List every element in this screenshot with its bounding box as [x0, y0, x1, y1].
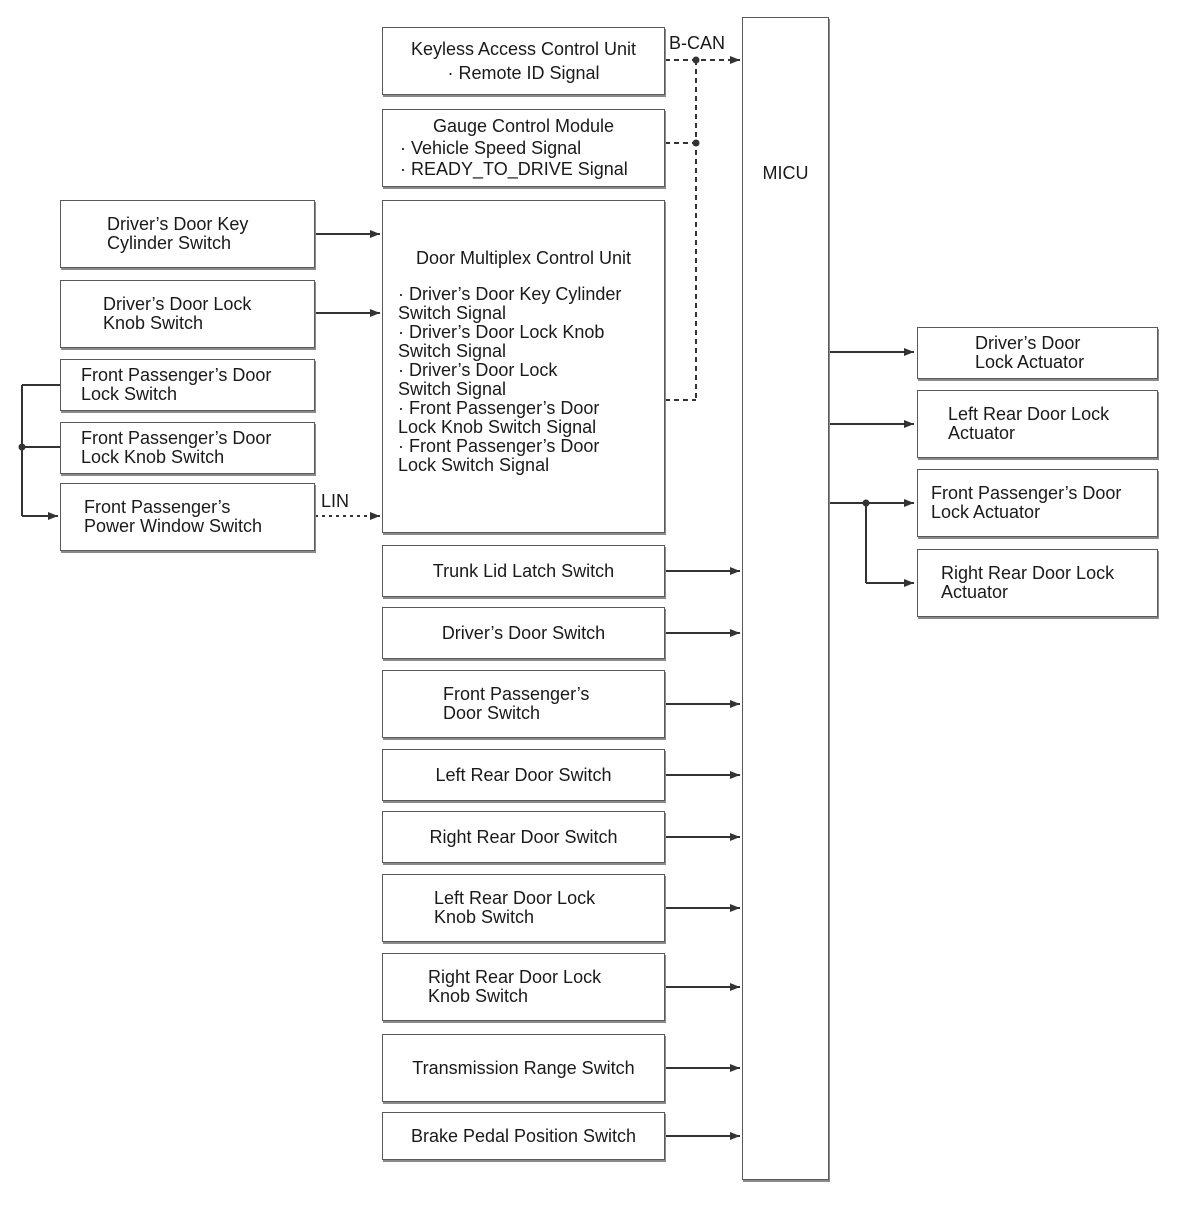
micu-title: MICU: [762, 163, 809, 183]
box-line: Driver’s Door Switch: [441, 622, 606, 643]
front-pass-lock-switch-box: Front Passenger’s Door Lock Switch: [60, 359, 315, 411]
brake-pedal-position-switch-box: Brake Pedal Position Switch: [382, 1112, 665, 1160]
box-line: Knob Switch: [103, 313, 204, 333]
trunk-lid-latch-switch-box: Trunk Lid Latch Switch: [382, 545, 665, 597]
signal-line: Switch Signal: [398, 303, 507, 323]
bcan-label: B-CAN: [669, 33, 726, 53]
right-rear-door-lock-actuator-box: Right Rear Door Lock Actuator: [917, 549, 1158, 617]
gauge-line: · Vehicle Speed Signal: [400, 138, 582, 158]
signal-line: · Front Passenger’s Door: [398, 436, 600, 456]
left-rear-lock-knob-switch-box: Left Rear Door Lock Knob Switch: [382, 874, 665, 942]
gauge-line: · READY_TO_DRIVE Signal: [400, 159, 628, 179]
box-line: Driver’s Door Key: [107, 214, 249, 234]
box-line: Driver’s Door Lock: [103, 294, 252, 314]
right-rear-lock-knob-switch-box: Right Rear Door Lock Knob Switch: [382, 953, 665, 1021]
signal-line: · Driver’s Door Lock Knob: [398, 322, 605, 342]
gauge-title: Gauge Control Module: [432, 116, 615, 136]
door-multiplex-signals: · Driver’s Door Key Cylinder Switch Sign…: [398, 285, 621, 475]
box-line: Power Window Switch: [84, 516, 263, 536]
box-line: Driver’s Door: [975, 333, 1081, 353]
box-line: Front Passenger’s: [443, 684, 590, 704]
keyless-access-box: Keyless Access Control Unit · Remote ID …: [382, 27, 665, 95]
box-line: Lock Knob Switch: [81, 447, 225, 467]
box-line: Left Rear Door Lock: [434, 888, 596, 908]
keyless-line: · Remote ID Signal: [447, 62, 600, 83]
door-multiplex-title: Door Multiplex Control Unit: [415, 248, 632, 268]
signal-line: · Driver’s Door Lock: [398, 360, 558, 380]
junction-bracket: [18, 443, 26, 451]
box-line: Right Rear Door Lock: [428, 967, 602, 987]
junction-bcan-top: [692, 56, 700, 64]
box-line: Right Rear Door Lock: [941, 563, 1115, 583]
signal-line: Lock Knob Switch Signal: [398, 417, 597, 437]
box-line: Cylinder Switch: [107, 233, 232, 253]
signal-line: Switch Signal: [398, 341, 507, 361]
box-line: Right Rear Door Switch: [429, 826, 618, 847]
box-line: Actuator: [941, 582, 1009, 602]
front-pass-door-lock-actuator-box: Front Passenger’s Door Lock Actuator: [917, 469, 1158, 537]
signal-line: · Front Passenger’s Door: [398, 398, 600, 418]
box-line: Left Rear Door Switch: [435, 764, 612, 785]
box-line: Trunk Lid Latch Switch: [432, 560, 615, 581]
box-line: Lock Switch: [81, 384, 178, 404]
box-line: Knob Switch: [428, 986, 529, 1006]
right-rear-door-switch-box: Right Rear Door Switch: [382, 811, 665, 863]
box-line: Actuator: [948, 423, 1016, 443]
box-line: Front Passenger’s: [84, 497, 231, 517]
junction-actuator: [862, 499, 870, 507]
signal-line: Switch Signal: [398, 379, 507, 399]
door-multiplex-box: Door Multiplex Control Unit · Driver’s D…: [382, 200, 665, 533]
box-line: Lock Actuator: [931, 502, 1041, 522]
box-line: Brake Pedal Position Switch: [410, 1125, 637, 1146]
lin-label: LIN: [321, 491, 350, 511]
box-line: Transmission Range Switch: [412, 1057, 635, 1078]
signal-line: · Driver’s Door Key Cylinder: [398, 284, 622, 304]
box-line: Front Passenger’s Door: [931, 483, 1122, 503]
transmission-range-switch-box: Transmission Range Switch: [382, 1034, 665, 1102]
driver-door-lock-actuator-box: Driver’s Door Lock Actuator: [917, 327, 1158, 379]
junction-bcan-gauge: [692, 139, 700, 147]
box-line: Door Switch: [443, 703, 541, 723]
box-line: Left Rear Door Lock: [948, 404, 1110, 424]
driver-door-switch-box: Driver’s Door Switch: [382, 607, 665, 659]
left-rear-door-switch-box: Left Rear Door Switch: [382, 749, 665, 801]
front-pass-lock-knob-switch-box: Front Passenger’s Door Lock Knob Switch: [60, 422, 315, 474]
front-pass-door-switch-box: Front Passenger’s Door Switch: [382, 670, 665, 738]
keyless-line: Keyless Access Control Unit: [410, 38, 637, 59]
box-line: Front Passenger’s Door: [81, 428, 272, 448]
driver-lock-knob-switch-box: Driver’s Door Lock Knob Switch: [60, 280, 315, 348]
micu-box: MICU: [742, 17, 829, 1180]
front-pass-power-window-switch-box: Front Passenger’s Power Window Switch: [60, 483, 315, 551]
box-line: Front Passenger’s Door: [81, 365, 272, 385]
gauge-control-box: Gauge Control Module · Vehicle Speed Sig…: [382, 109, 665, 187]
box-line: Knob Switch: [434, 907, 535, 927]
driver-key-cylinder-switch-box: Driver’s Door Key Cylinder Switch: [60, 200, 315, 268]
signal-line: Lock Switch Signal: [398, 455, 550, 475]
left-rear-door-lock-actuator-box: Left Rear Door Lock Actuator: [917, 390, 1158, 458]
box-line: Lock Actuator: [975, 352, 1085, 372]
